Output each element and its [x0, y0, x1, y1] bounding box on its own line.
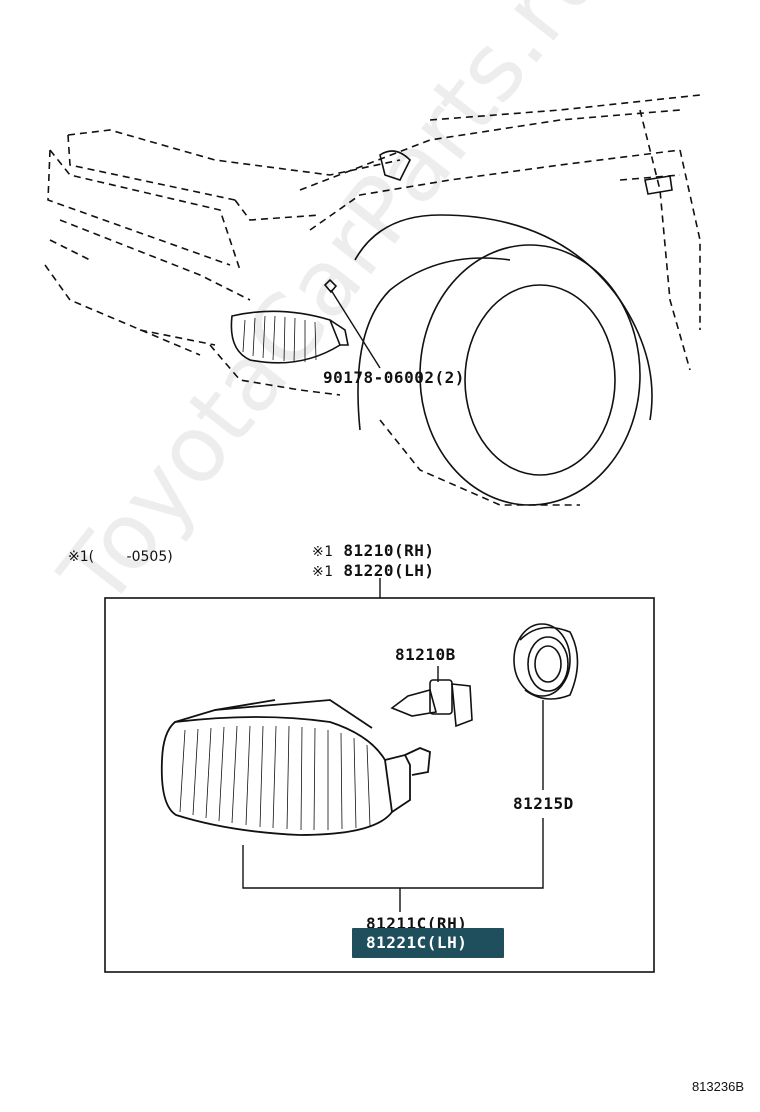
- footnote: ※1( -0505): [68, 546, 173, 566]
- fastener-quantity: (2): [434, 368, 465, 387]
- assembly-rh-side: (RH): [393, 541, 435, 560]
- callout-leader-top: [330, 289, 381, 369]
- footnote-mark: ※1: [68, 549, 89, 565]
- assembly-label-rh: ※1 81210(RH): [312, 541, 435, 560]
- fog-lamp-unit-drawing: [160, 699, 431, 836]
- drawing-code: 813236B: [691, 1079, 744, 1094]
- assembly-lh-part-number: 81220: [343, 561, 394, 580]
- assembly-rh-part-number: 81210: [343, 541, 394, 560]
- socket-drawing: [513, 623, 579, 700]
- highlighted-part-box[interactable]: [352, 928, 504, 958]
- assembly-label-lh: ※1 81220(LH): [312, 561, 435, 580]
- bulb-drawing: [390, 679, 473, 728]
- fastener-part-number: 90178-06002: [323, 368, 435, 387]
- footnote-range: ( -0505): [88, 549, 173, 565]
- assembly-lh-side: (LH): [393, 561, 435, 580]
- socket-part-label[interactable]: 81215D: [513, 794, 574, 813]
- assembly-rh-mark: ※1: [312, 544, 334, 560]
- unit-lh-part-label[interactable]: 81221C(LH): [366, 933, 468, 952]
- assembly-lh-mark: ※1: [312, 564, 334, 580]
- inner-leaders: [242, 666, 544, 912]
- vehicle-front-illustration: [44, 94, 701, 506]
- fastener-callout: 90178-06002(2): [323, 368, 465, 387]
- bulb-part-label[interactable]: 81210B: [395, 645, 456, 664]
